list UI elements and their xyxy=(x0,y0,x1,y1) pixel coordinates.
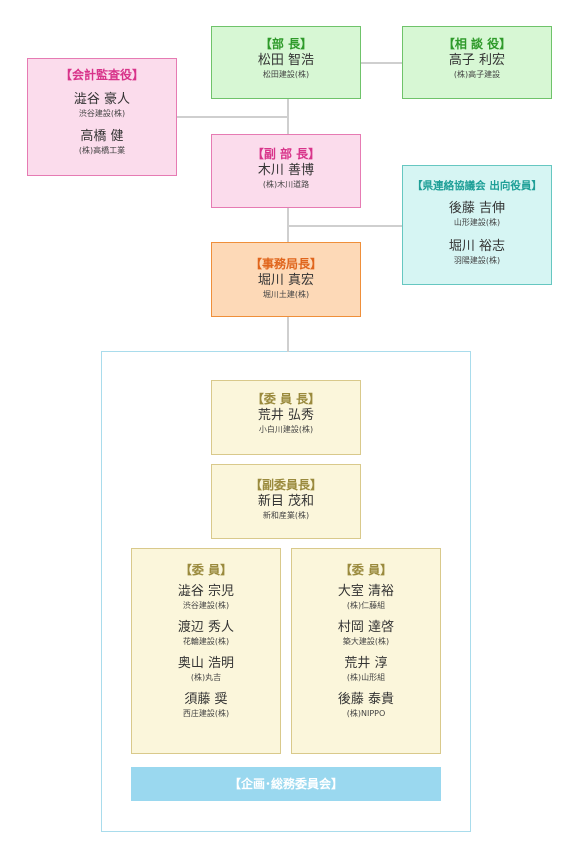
liaison-entry: 堀川 裕志 羽陽建設(株) xyxy=(403,238,551,266)
committee-label: 【企画･総務委員会】 xyxy=(131,767,441,801)
advisor-box: 【相 談 役】 高子 利宏 (株)高子建設 xyxy=(402,26,552,99)
vice-president-name: 木川 善博 xyxy=(257,163,315,178)
member-name: 村岡 達啓 xyxy=(337,620,395,635)
member-name: 大室 清裕 xyxy=(337,584,395,599)
chairman-title: 【委 員 長】 xyxy=(251,392,321,406)
member-company: (株)仁藤組 xyxy=(346,601,386,610)
advisor-company: (株)高子建設 xyxy=(453,70,501,79)
member-name: 荒井 淳 xyxy=(344,656,388,671)
member-entry: 荒井 淳 (株)山形組 xyxy=(292,655,440,683)
member-entry: 澁谷 宗児 渋谷建設(株) xyxy=(132,583,280,611)
connector-into-committee xyxy=(287,317,289,352)
vice-chairman-box: 【副委員長】 新目 茂和 新和産業(株) xyxy=(211,464,361,539)
liaison-company: 山形建設(株) xyxy=(453,218,501,227)
connector-liaison xyxy=(288,225,403,227)
vice-chairman-title: 【副委員長】 xyxy=(249,478,322,492)
president-title: 【部 長】 xyxy=(259,37,313,51)
auditors-title: 【会計監査役】 xyxy=(59,68,144,82)
member-company: (株)山形組 xyxy=(346,673,386,682)
secretary-general-title: 【事務局長】 xyxy=(249,257,322,271)
secretary-general-box: 【事務局長】 堀川 真宏 堀川土建(株) xyxy=(211,242,361,317)
members-right-title: 【委 員】 xyxy=(339,563,393,577)
auditor-name: 高橋 健 xyxy=(80,129,124,144)
auditor-company: 渋谷建設(株) xyxy=(78,109,126,118)
secretary-general-name: 堀川 真宏 xyxy=(257,273,315,288)
member-entry: 大室 清裕 (株)仁藤組 xyxy=(292,583,440,611)
members-left-title: 【委 員】 xyxy=(179,563,233,577)
auditor-entry: 澁谷 豪人 渋谷建設(株) xyxy=(28,91,176,119)
president-name: 松田 智浩 xyxy=(257,53,315,68)
member-company: (株)NIPPO xyxy=(346,709,386,718)
president-company: 松田建設(株) xyxy=(262,70,310,79)
member-entry: 村岡 達啓 築大建設(株) xyxy=(292,619,440,647)
member-name: 須藤 奨 xyxy=(184,692,228,707)
member-company: 花輪建設(株) xyxy=(182,637,230,646)
liaison-entry: 後藤 吉伸 山形建設(株) xyxy=(403,200,551,228)
auditor-name: 澁谷 豪人 xyxy=(73,92,131,107)
auditors-box: 【会計監査役】 澁谷 豪人 渋谷建設(株) 高橋 健 (株)高橋工業 xyxy=(27,58,177,176)
connector-auditors xyxy=(176,116,288,118)
member-entry: 渡辺 秀人 花輪建設(株) xyxy=(132,619,280,647)
president-box: 【部 長】 松田 智浩 松田建設(株) xyxy=(211,26,361,99)
member-entry: 奥山 浩明 (株)丸吉 xyxy=(132,655,280,683)
vice-chairman-company: 新和産業(株) xyxy=(262,511,310,520)
liaison-company: 羽陽建設(株) xyxy=(453,256,501,265)
member-name: 渡辺 秀人 xyxy=(177,620,235,635)
liaison-name: 堀川 裕志 xyxy=(448,239,506,254)
member-company: 渋谷建設(株) xyxy=(182,601,230,610)
chairman-box: 【委 員 長】 荒井 弘秀 小白川建設(株) xyxy=(211,380,361,455)
member-company: 西庄建設(株) xyxy=(182,709,230,718)
member-company: 築大建設(株) xyxy=(342,637,390,646)
vice-chairman-name: 新目 茂和 xyxy=(257,494,315,509)
member-company: (株)丸吉 xyxy=(190,673,222,682)
vice-president-box: 【副 部 長】 木川 善博 (株)木川道路 xyxy=(211,134,361,208)
members-left-box: 【委 員】 澁谷 宗児 渋谷建設(株) 渡辺 秀人 花輪建設(株) 奥山 浩明 … xyxy=(131,548,281,754)
member-name: 奥山 浩明 xyxy=(177,656,235,671)
liaison-name: 後藤 吉伸 xyxy=(448,201,506,216)
secretary-general-company: 堀川土建(株) xyxy=(262,290,310,299)
members-right-box: 【委 員】 大室 清裕 (株)仁藤組 村岡 達啓 築大建設(株) 荒井 淳 (株… xyxy=(291,548,441,754)
advisor-title: 【相 談 役】 xyxy=(442,37,512,51)
vice-president-title: 【副 部 長】 xyxy=(251,147,321,161)
chairman-company: 小白川建設(株) xyxy=(258,425,314,434)
advisor-name: 高子 利宏 xyxy=(448,53,506,68)
vice-president-company: (株)木川道路 xyxy=(262,180,310,189)
chairman-name: 荒井 弘秀 xyxy=(257,408,315,423)
liaison-title: 【県連絡協議会 出向役員】 xyxy=(412,180,542,192)
member-name: 澁谷 宗児 xyxy=(177,584,235,599)
member-entry: 後藤 泰貴 (株)NIPPO xyxy=(292,691,440,719)
member-entry: 須藤 奨 西庄建設(株) xyxy=(132,691,280,719)
connector-president-advisor xyxy=(360,62,403,64)
auditor-entry: 高橋 健 (株)高橋工業 xyxy=(28,128,176,156)
member-name: 後藤 泰貴 xyxy=(337,692,395,707)
liaison-box: 【県連絡協議会 出向役員】 後藤 吉伸 山形建設(株) 堀川 裕志 羽陽建設(株… xyxy=(402,165,552,285)
auditor-company: (株)高橋工業 xyxy=(78,146,126,155)
